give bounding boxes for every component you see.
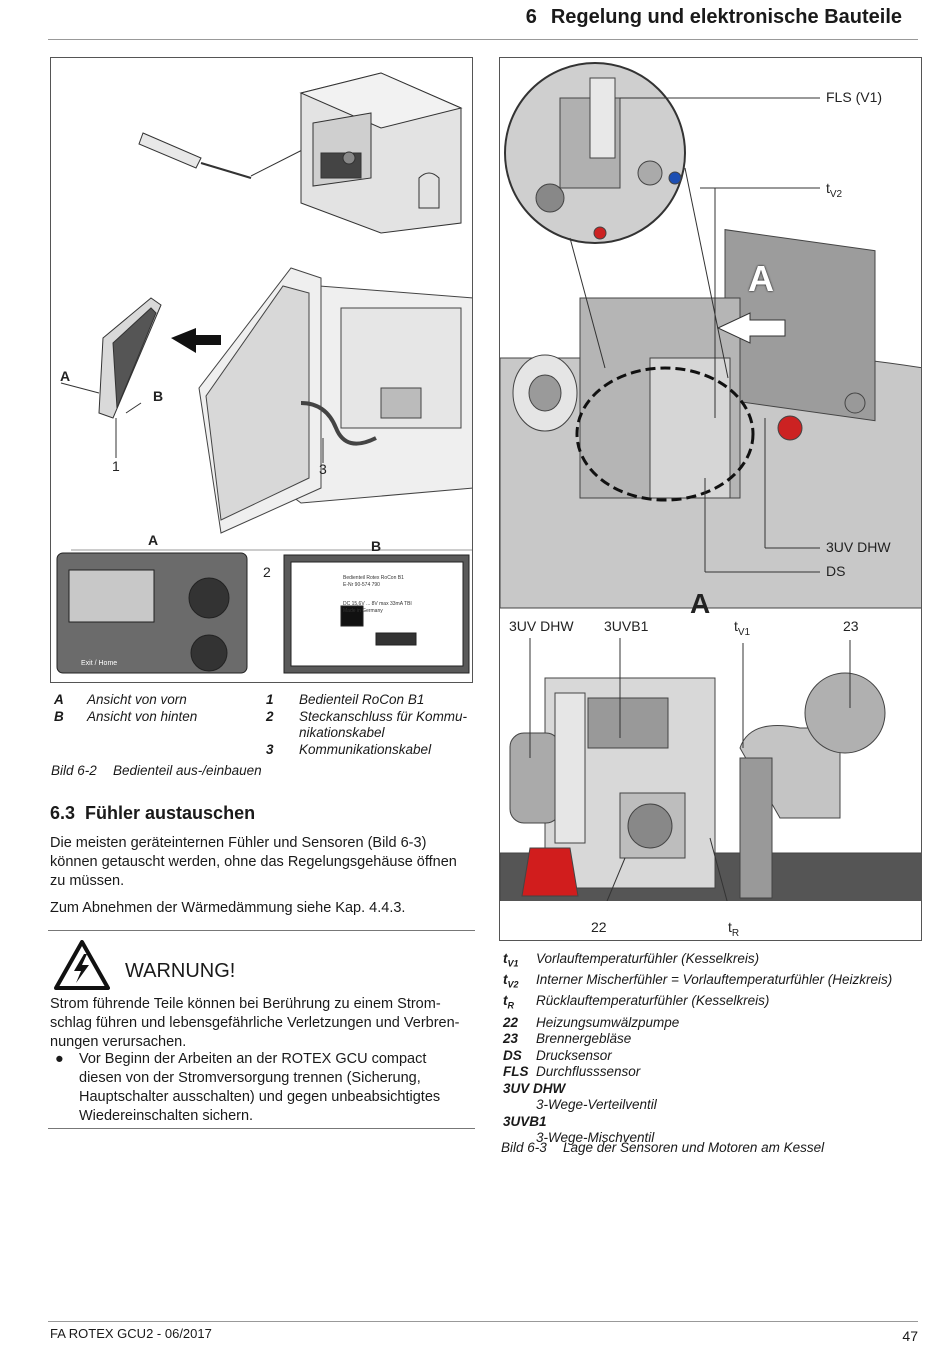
callout-fls: FLS (V1) (826, 89, 883, 105)
panel-a-front-view (56, 552, 248, 674)
panel-b-back-view (283, 554, 470, 674)
page-number: 47 (902, 1328, 918, 1344)
callout-view-a-front: A (690, 588, 711, 619)
high-voltage-warning-icon (54, 940, 110, 990)
callout-3uv-dhw-top: 3UV DHW (826, 539, 891, 555)
boiler-front-view (500, 672, 921, 904)
legend-row: 3UV DHW (503, 1080, 566, 1096)
legend-row: 3-Wege-Verteilventil (536, 1097, 657, 1113)
warning-text: Strom führende Teile können bei Berührun… (50, 996, 460, 1050)
paragraph-2: Zum Abnehmen der Wärmedämmung siehe Kap.… (50, 900, 406, 916)
figure-6-2: A B 1 3 A B 2 Exit / Home Bedienteil Rot… (50, 57, 473, 683)
open-housing-illustration (198, 267, 472, 534)
callout-22: 22 (591, 919, 607, 935)
section-number: 6.3 (50, 803, 76, 823)
callout-2: 2 (263, 564, 271, 580)
section-heading: 6.3 Fühler austauschen (50, 803, 265, 824)
view-a-arrow (60, 382, 100, 394)
figure-6-3: FLS (V1) tV2 A 3UV DHW DS 3UV DHW 3UVB1 … (499, 57, 922, 941)
callout-1: 1 (112, 458, 120, 474)
callout-tr: tR (728, 919, 740, 939)
detail-outline (575, 366, 755, 502)
control-housing-illustration (299, 72, 463, 234)
control-panel-illustration (98, 297, 162, 419)
panel-a-label: A (148, 532, 159, 548)
panel-b-rating-label: Bedienteil Rotex RoCon B1 E-Nr 90-574 79… (343, 575, 412, 614)
callout-23: 23 (843, 618, 859, 634)
legend-row: nikationskabel (299, 725, 385, 740)
screwdriver-illustration (138, 132, 252, 179)
magnifier-parts (535, 77, 682, 240)
chapter-title-text: Regelung und elektronische Bauteile (550, 6, 902, 28)
panel-a-exit-label: Exit / Home (81, 660, 118, 667)
callout-b: B (153, 388, 164, 404)
figure-6-2-drawing (56, 72, 472, 674)
section-title: Fühler austauschen (85, 803, 256, 823)
warning-bullet: ● Vor Beginn der Arbeiten an der ROTEX G… (55, 1051, 441, 1124)
chapter-title: 6 Regelung und elektronische Bauteile (526, 6, 916, 29)
callout-3: 3 (319, 461, 327, 477)
header-rule (48, 39, 918, 40)
warning-title: WARNUNG! (125, 960, 236, 982)
boiler-top-view (500, 229, 921, 609)
bullet-icon: ● (55, 1051, 64, 1067)
panel-b-label: B (371, 538, 382, 554)
chapter-number: 6 (525, 6, 537, 28)
callout-3uvb1: 3UVB1 (604, 618, 649, 634)
legend-row: 3UVB1 (503, 1113, 547, 1129)
callout-tv2: tV2 (826, 180, 843, 200)
callout-view-a-top: A (748, 258, 774, 299)
callout-a: A (60, 368, 71, 384)
footer-document-id: FA ROTEX GCU2 - 06/2017 (50, 1326, 212, 1341)
insert-arrow-icon (171, 328, 221, 353)
warning-top-rule (48, 930, 475, 931)
footer-rule (48, 1321, 918, 1322)
callout-tv1: tV1 (734, 618, 751, 638)
callout-3uv-dhw-front: 3UV DHW (509, 618, 574, 634)
warning-bottom-rule (48, 1128, 475, 1129)
legend-row: 3-Wege-Mischventil (536, 1130, 655, 1146)
view-b-arrow (125, 402, 142, 414)
figure-6-3-drawing (500, 62, 921, 940)
paragraph-1: Die meisten geräteinternen Fühler und Se… (50, 835, 457, 889)
callout-ds: DS (826, 563, 846, 579)
view-a-arrow-icon (716, 312, 786, 344)
